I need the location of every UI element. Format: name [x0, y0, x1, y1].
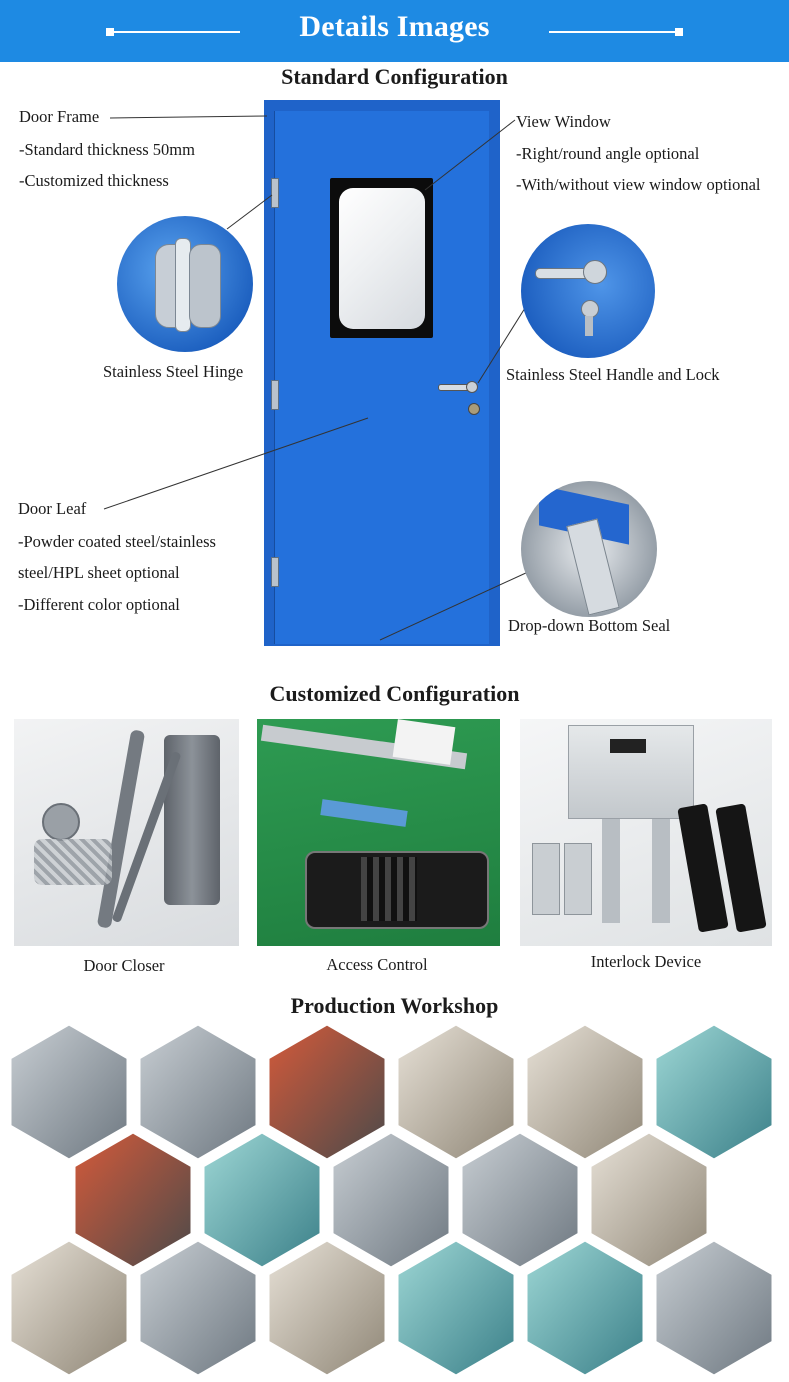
hinge-closeup-image [117, 216, 253, 352]
hinge-bottom [271, 557, 279, 587]
hex-row-3 [8, 1238, 775, 1378]
banner-decoration-left [112, 31, 240, 33]
door-leaf-spec-1: -Powder coated steel/stainless [18, 532, 216, 551]
handle-lock-closeup-image [521, 224, 655, 358]
door-closer-label: Door Closer [83, 956, 165, 975]
door-frame-spec-1: -Standard thickness 50mm [19, 140, 195, 159]
handle-lock-label: Stainless Steel Handle and Lock [506, 365, 720, 384]
door-leaf-label: Door Leaf [18, 499, 87, 518]
door-frame-spec-2: -Customized thickness [19, 171, 169, 190]
hex-row-2 [72, 1130, 710, 1270]
handle-rose [466, 381, 478, 393]
banner-title: Details Images [299, 10, 490, 43]
bottom-seal-closeup-image [521, 481, 657, 617]
hex-row-1 [8, 1022, 775, 1162]
production-workshop-title: Production Workshop [290, 993, 499, 1018]
view-window-label: View Window [516, 112, 611, 131]
hinge-label: Stainless Steel Hinge [103, 362, 244, 381]
view-window-glass [339, 188, 425, 329]
view-window-spec-2: -With/without view window optional [516, 175, 761, 194]
banner-decoration-right [549, 31, 677, 33]
interlock-device-image [520, 719, 772, 946]
hinge-top [271, 178, 279, 208]
callout-lines [103, 115, 529, 641]
customized-configuration-title: Customized Configuration [269, 681, 520, 706]
door-frame-label: Door Frame [19, 107, 100, 126]
interlock-device-label: Interlock Device [590, 952, 702, 971]
bottom-seal-label: Drop-down Bottom Seal [508, 616, 671, 635]
door-leaf-spec-2: steel/HPL sheet optional [18, 563, 180, 582]
hinge-middle [271, 380, 279, 410]
banner-dot-left [106, 28, 114, 36]
door-closer-image [14, 719, 239, 946]
banner-dot-right [675, 28, 683, 36]
door-lock-icon [468, 403, 480, 415]
standard-configuration-title: Standard Configuration [281, 64, 508, 89]
access-control-image [257, 719, 500, 946]
access-control-label: Access Control [326, 955, 428, 974]
door-leaf-spec-3: -Different color optional [18, 595, 180, 614]
view-window-spec-1: -Right/round angle optional [516, 144, 700, 163]
